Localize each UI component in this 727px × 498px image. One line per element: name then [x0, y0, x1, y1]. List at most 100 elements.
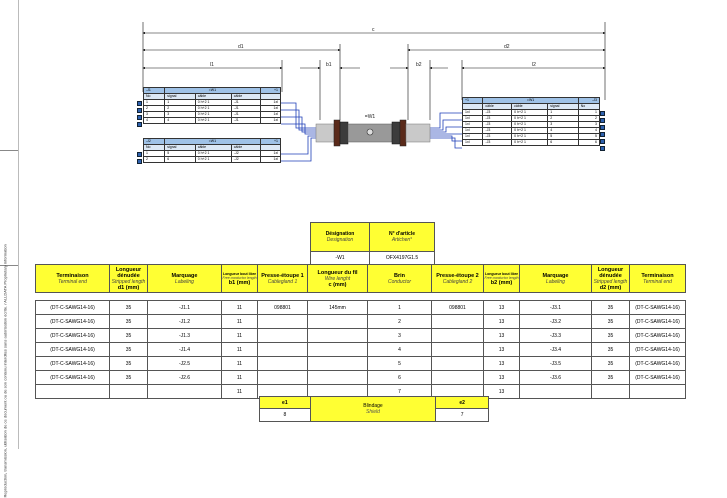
- cell: [257, 328, 308, 343]
- cell: [257, 356, 308, 371]
- cell: -J3.4: [519, 342, 592, 357]
- cell: 35: [591, 370, 630, 385]
- cell: (DT-C-SAWG14-16): [629, 356, 686, 371]
- cell: -J3.3: [519, 328, 592, 343]
- cell: 13: [483, 328, 520, 343]
- cell: [431, 342, 484, 357]
- terminal-pin: [600, 146, 605, 151]
- cell: 145mm: [307, 300, 368, 315]
- article-header: N° d'article Artichen°: [369, 222, 435, 252]
- designation-sub: Designation: [326, 237, 354, 243]
- cell: [431, 370, 484, 385]
- cell: 4: [164, 117, 196, 124]
- article-title: N° d'article: [389, 231, 415, 237]
- cell: -J1.2: [147, 314, 222, 329]
- terminal-pin: [600, 118, 605, 123]
- terminal-pin: [600, 125, 605, 130]
- cell: 1xl: [259, 156, 282, 163]
- cell: [257, 342, 308, 357]
- cell: 0 h+2 1: [194, 117, 232, 124]
- cell: 1xl: [461, 139, 484, 146]
- dim-l2-label: l2: [532, 62, 536, 68]
- cell: (DT-C-SAWG14-16): [35, 370, 110, 385]
- cell: [307, 370, 368, 385]
- cell: -J2.5: [147, 356, 222, 371]
- cell: 13: [483, 356, 520, 371]
- cablegland-1-icon: [333, 119, 341, 147]
- dim-c-label: c: [372, 27, 375, 33]
- cell: [109, 384, 148, 399]
- cell: (DT-C-SAWG14-16): [35, 328, 110, 343]
- cell: 11: [221, 328, 258, 343]
- article-sub: Artichen°: [391, 237, 413, 243]
- terminal-pin: [600, 139, 605, 144]
- cell: 11: [221, 300, 258, 315]
- cell: (DT-C-SAWG14-16): [629, 342, 686, 357]
- cell: (DT-C-SAWG14-16): [35, 356, 110, 371]
- terminal-pin: [137, 108, 142, 113]
- terminal-pin: [137, 101, 142, 106]
- cell: 0 h+2 1: [194, 156, 232, 163]
- cell: 13: [483, 314, 520, 329]
- cell: 098801: [257, 300, 308, 315]
- cell: [307, 328, 368, 343]
- shield-title: Blindage: [363, 403, 383, 409]
- cell: [629, 384, 686, 399]
- cell: 35: [109, 342, 148, 357]
- cell: 11: [221, 370, 258, 385]
- cell: 4: [367, 342, 432, 357]
- margin-tick: [0, 265, 18, 266]
- terminal-pin: [600, 132, 605, 137]
- cell: -J1.1: [147, 300, 222, 315]
- shield-table: e1 Blindage Shield e2 8 7: [259, 396, 489, 422]
- designation-table: Désignation Designation N° d'article Art…: [310, 222, 435, 265]
- cell: (DT-C-SAWG14-16): [35, 314, 110, 329]
- cell: 11: [221, 356, 258, 371]
- shield-e2-label: e2: [435, 396, 489, 409]
- cell: 35: [591, 342, 630, 357]
- cell: -J1.3: [147, 328, 222, 343]
- dimension-lines: c d1 d2 l1 l2 b1 b2: [142, 22, 606, 120]
- cell: [519, 384, 592, 399]
- cell: -J2.6: [147, 370, 222, 385]
- cell: 11: [221, 384, 258, 399]
- cell: (DT-C-SAWG14-16): [35, 300, 110, 315]
- dim-b2-label: b2: [416, 62, 422, 68]
- terminal-pin: [137, 122, 142, 127]
- cell: [431, 328, 484, 343]
- cell: 35: [591, 356, 630, 371]
- cell: (DT-C-SAWG14-16): [629, 300, 686, 315]
- cable-label: =W1: [365, 114, 376, 120]
- cell: [591, 384, 630, 399]
- cell: 5: [367, 356, 432, 371]
- terminal-pin: [137, 159, 142, 164]
- cell: -J3.2: [519, 314, 592, 329]
- cell: 35: [109, 356, 148, 371]
- cell: (DT-C-SAWG14-16): [629, 314, 686, 329]
- cell: [431, 356, 484, 371]
- cell: 35: [591, 328, 630, 343]
- article-value: OFX4197G1.5: [369, 251, 435, 265]
- designation-title: Désignation: [325, 231, 355, 237]
- cell: 3: [367, 328, 432, 343]
- cell: 13: [483, 370, 520, 385]
